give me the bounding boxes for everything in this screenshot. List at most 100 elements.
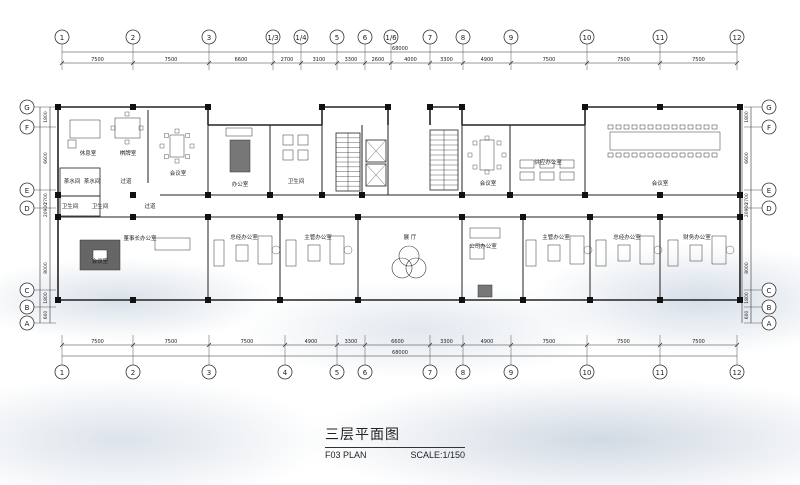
chair: [124, 111, 130, 117]
dim-text-right: 1800: [744, 111, 750, 123]
dim-tick: [206, 342, 212, 348]
dim-tick: [362, 60, 368, 66]
dim-text-right: 1800: [744, 292, 750, 304]
tea-table: [547, 244, 561, 262]
chair: [615, 124, 622, 130]
desk: [539, 171, 555, 181]
room-label-tea-room-2: 茶水间: [84, 177, 101, 185]
axis-bubble-right: [761, 119, 777, 135]
dim-text-top: 7500: [165, 57, 178, 63]
elevator-box: [365, 163, 387, 187]
display-round: [405, 257, 427, 279]
column-pillar: [459, 104, 465, 110]
coffee-table: [92, 249, 108, 261]
dim-text-left: 600: [43, 311, 49, 320]
desk: [539, 159, 555, 169]
chair: [687, 124, 694, 130]
axis-label-top: 12: [733, 34, 742, 42]
sofa: [525, 239, 537, 267]
room-label-office-b: 主管办公室: [304, 233, 332, 241]
dim-text-left: 6600: [43, 152, 49, 164]
axis-bubble-top: [729, 29, 745, 45]
elevator-box: [365, 139, 387, 163]
axis-bubble-bottom: [422, 364, 438, 380]
axis-bubble-right: [761, 299, 777, 315]
sofa: [285, 239, 297, 267]
column-pillar: [205, 104, 211, 110]
axis-label-bottom: 5: [335, 369, 339, 377]
axis-bubble-bottom: [579, 364, 595, 380]
axis-bubble-right: [761, 182, 777, 198]
chair: [725, 245, 735, 255]
room-label-small-a: 办公室: [232, 180, 249, 188]
axis-label-right: A: [767, 320, 772, 328]
drawing-scale: SCALE:1/150: [410, 450, 465, 460]
display-round: [398, 245, 420, 267]
chair: [110, 125, 116, 131]
chair: [679, 124, 686, 130]
desk: [559, 171, 575, 181]
column-pillar: [657, 192, 663, 198]
chair: [472, 164, 478, 170]
elevator-cross: [365, 163, 387, 187]
axis-label-right: F: [767, 124, 771, 132]
axis-bubble-bottom: [729, 364, 745, 380]
axis-bubble-bottom: [54, 364, 70, 380]
chair: [711, 124, 718, 130]
column-pillar: [737, 104, 743, 110]
axis-label-top: 1: [60, 34, 64, 42]
dim-text-top: 4900: [481, 57, 494, 63]
room-label-tea-room-1: 茶水间: [64, 177, 81, 185]
chair: [484, 135, 490, 141]
axis-label-top: 8: [461, 34, 465, 42]
axis-bubble-top: [383, 29, 399, 45]
axis-bubble-bottom: [357, 364, 373, 380]
chair: [472, 140, 478, 146]
axis-bubble-bottom: [652, 364, 668, 380]
dim-tick: [508, 342, 514, 348]
axis-bubble-left: [19, 200, 35, 216]
room-label-public: 公司办公室: [469, 242, 497, 250]
axis-label-top: 11: [656, 34, 665, 42]
column-pillar: [587, 214, 593, 220]
sofa: [667, 239, 679, 267]
room-label-chess-room: 棋牌室: [120, 149, 137, 157]
column-pillar: [582, 192, 588, 198]
chair: [496, 164, 502, 170]
elevator-cross: [365, 139, 387, 163]
axis-label-top: 5: [335, 34, 339, 42]
chair: [583, 245, 593, 255]
axis-bubble-top: [357, 29, 373, 45]
dim-text-right: 8000: [744, 262, 750, 274]
dim-tick: [334, 342, 340, 348]
meeting-table: [169, 134, 185, 158]
room-label-chairman: 董事长办公室: [123, 234, 157, 242]
dim-text-top: 3300: [440, 57, 453, 63]
desk: [711, 235, 727, 265]
dim-tick: [508, 60, 514, 66]
toilet-stall: [282, 134, 294, 146]
column-pillar: [277, 214, 283, 220]
axis-bubble-left: [19, 182, 35, 198]
column-pillar: [520, 297, 526, 303]
dim-text-left: 20900: [43, 203, 49, 217]
dim-text-bottom: 6600: [391, 339, 404, 345]
dim-tick: [362, 342, 368, 348]
axis-bubble-left: [19, 315, 35, 331]
axis-bubble-right: [761, 282, 777, 298]
chair: [623, 152, 630, 158]
column-pillar: [737, 214, 743, 220]
dim-text-bottom: 7500: [692, 339, 705, 345]
tea-table: [617, 244, 631, 262]
chair: [343, 245, 353, 255]
column-pillar: [130, 214, 136, 220]
column-pillar: [459, 192, 465, 198]
dim-tick: [388, 60, 394, 66]
room-label-corridor-2: 过道: [144, 202, 156, 210]
sofa: [213, 239, 225, 267]
axis-bubble-left: [19, 99, 35, 115]
axis-bubble-bottom: [201, 364, 217, 380]
axis-label-left: B: [25, 304, 30, 312]
